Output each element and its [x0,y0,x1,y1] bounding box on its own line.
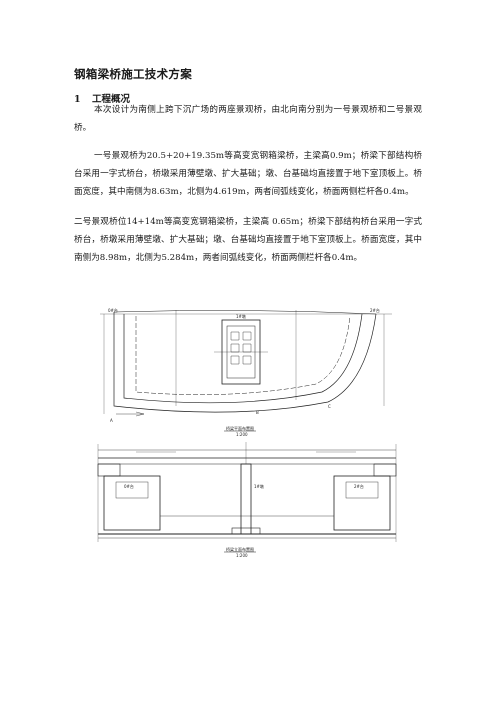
plan-labels: 0#台 1#墩 2#台 A B C 桥梁平面布置图 1:200 [108,307,380,437]
paragraph-bridge-2: 二号景观桥位14+14m等高变宽钢箱梁桥，主梁高 0.65m；桥梁下部结构桥台采… [74,217,422,263]
section-heading: 1 工程概况 [74,91,130,105]
bridge-drawing-svg: 0#台 1#墩 2#台 A B C 桥梁平面布置图 1:200 [97,307,397,558]
mark-label-c: C [328,404,331,409]
elevation-view [97,442,397,542]
paragraph-bridge-1: 一号景观桥为20.5+20+19.35m等高变宽钢箱梁桥，主梁高0.9m；桥梁下… [74,151,422,197]
elevation-title: 桥梁立面布置图 [226,546,254,552]
elevation-scale: 1:200 [236,553,248,558]
mark-label-b: B [256,410,259,415]
pier-label-0: 0#台 [108,307,118,313]
plan-title: 桥梁平面布置图 [226,425,254,431]
section-title: 工程概况 [92,94,131,105]
pier-label-2: 2#台 [370,307,380,313]
plan-view [100,310,392,417]
plan-scale: 1:200 [236,432,248,437]
mark-label-a: A [110,418,113,423]
bridge-drawing: 0#台 1#墩 2#台 A B C 桥梁平面布置图 1:200 [96,302,400,560]
elev-pier-label-0: 0#台 [124,483,134,489]
section-number: 1 [74,94,81,105]
document-title: 钢箱梁桥施工技术方案 [74,67,192,81]
paragraph-intro: 本次设计为南侧上跨下沉广场的两座景观桥，由北向南分别为一号景观桥和二号景观桥。 [74,105,422,133]
elev-pier-label-1: 1#墩 [254,483,264,489]
pier-label-1: 1#墩 [236,313,246,319]
elev-pier-label-2: 2#台 [354,483,364,489]
elevation-labels: 0#台 1#墩 2#台 桥梁立面布置图 1:200 [124,483,364,558]
